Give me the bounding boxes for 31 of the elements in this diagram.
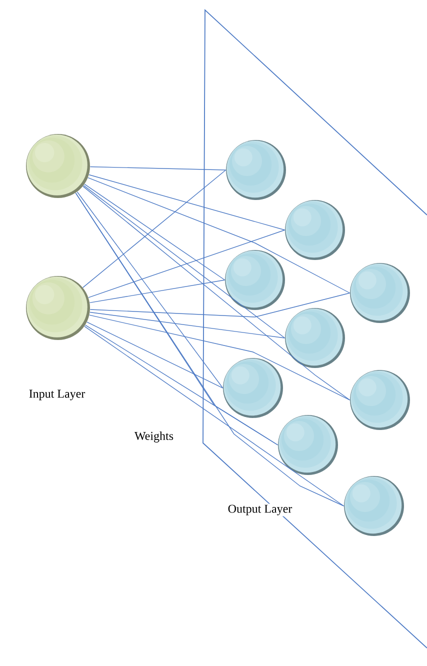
connection-line	[89, 314, 350, 400]
neuron-circle	[26, 276, 90, 340]
neuron-circle	[226, 140, 286, 200]
neuron-circle	[344, 476, 404, 536]
neuron-circle	[285, 200, 345, 260]
connection-line	[84, 324, 278, 446]
layer-label: Weights	[133, 430, 174, 444]
neuron-circle	[225, 250, 285, 310]
neuron-circle	[350, 263, 410, 323]
connection-line	[90, 292, 350, 318]
connection-line	[90, 166, 226, 170]
layer-label: Input Layer	[28, 388, 86, 402]
connection-line	[88, 230, 286, 298]
connection-line	[83, 185, 286, 338]
connection-line	[76, 192, 224, 388]
connection-line	[84, 184, 226, 280]
neuron-circle	[350, 370, 410, 430]
connection-line	[88, 174, 286, 230]
connection-line	[90, 312, 286, 338]
connection-line	[84, 326, 344, 506]
neuron-circle	[285, 308, 345, 368]
connection-line	[86, 322, 224, 388]
connection-line	[75, 192, 344, 506]
connection-line	[88, 177, 350, 294]
neuron-circle	[223, 358, 283, 418]
connection-line	[89, 280, 226, 304]
connection-line	[82, 170, 226, 288]
neuron-circle	[278, 415, 338, 475]
connection-line	[82, 186, 350, 400]
neuron-circle	[26, 134, 90, 198]
layer-label: Output Layer	[226, 504, 294, 516]
